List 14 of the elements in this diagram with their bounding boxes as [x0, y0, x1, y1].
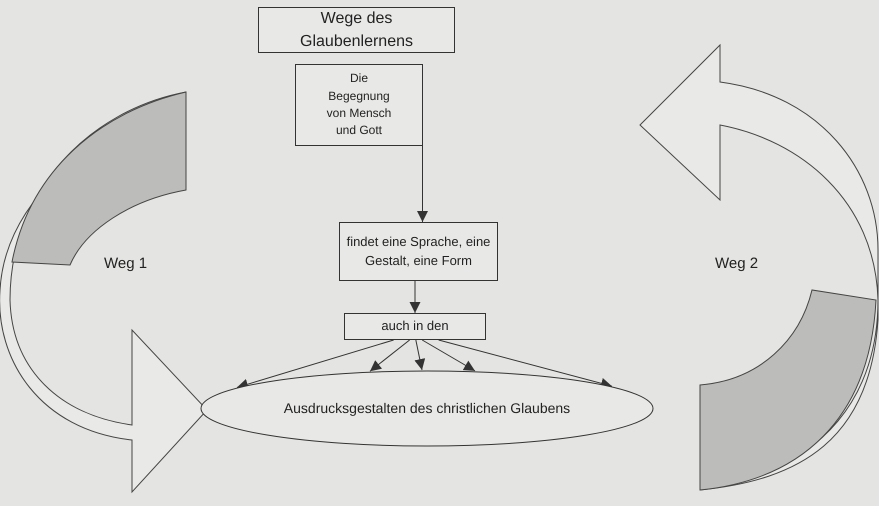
arrow [438, 340, 612, 389]
arrow [414, 340, 426, 370]
process-box: auch in den [344, 313, 486, 340]
path-label: Weg 2 [715, 255, 758, 272]
arrow [236, 340, 394, 390]
process-box: Die Begegnung von Mensch und Gott [295, 64, 423, 146]
process-box: Wege des Glaubenlernens [258, 7, 455, 53]
path-label: Weg 1 [104, 255, 148, 272]
arrow [417, 146, 428, 222]
process-box: findet eine Sprache, eine Gestalt, eine Form [339, 222, 498, 281]
arrow [410, 280, 420, 314]
arrow [422, 340, 476, 372]
arrow [370, 340, 410, 372]
result-ellipse: Ausdrucksgestalten des christlichen Glaubens [200, 370, 654, 447]
